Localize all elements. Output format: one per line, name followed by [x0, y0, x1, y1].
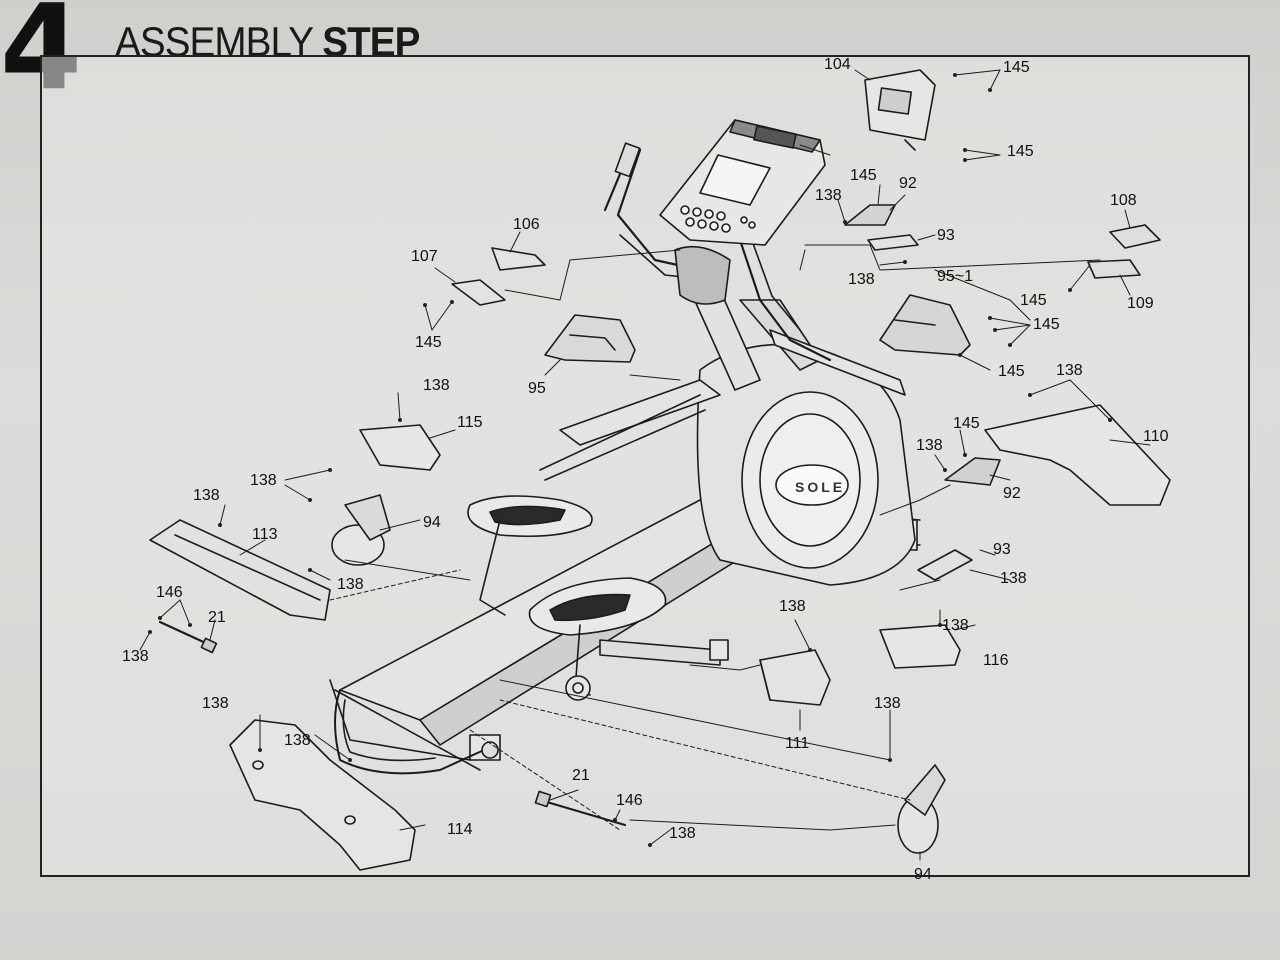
part-label: 145: [850, 167, 877, 184]
part-21-lower: [534, 790, 627, 827]
part-115: [359, 424, 441, 471]
part-label: 110: [1143, 428, 1169, 445]
part-label: 145: [1020, 292, 1047, 309]
part-label: 95~1: [937, 268, 973, 285]
part-label: 108: [1110, 192, 1137, 209]
part-label: 138: [193, 487, 220, 504]
part-92-upper: [844, 204, 896, 226]
part-label: 146: [156, 584, 183, 601]
part-label: 111: [785, 735, 809, 752]
part-label: 113: [252, 526, 278, 543]
part-94-upper: [331, 494, 391, 566]
part-label: 145: [998, 363, 1025, 380]
part-label: 92: [899, 175, 917, 192]
part-label: 94: [914, 866, 932, 883]
console: [659, 119, 826, 305]
part-label: 145: [1003, 59, 1030, 76]
part-21-upper: [158, 620, 218, 654]
part-label: 21: [572, 767, 590, 784]
part-label: 138: [815, 187, 842, 204]
part-label: 138: [122, 648, 149, 665]
part-label: 146: [616, 792, 643, 809]
sole-logo-text: SOLE: [795, 479, 845, 495]
part-label: 145: [1033, 316, 1060, 333]
part-116: [879, 624, 961, 669]
part-93-lower: [917, 549, 973, 581]
part-label: 21: [208, 609, 226, 626]
dashed-guides: [329, 569, 911, 831]
flywheel-housing: [696, 343, 916, 586]
part-95: [544, 314, 636, 363]
part-111: [759, 649, 831, 706]
part-label: 138: [669, 825, 696, 842]
part-label: 93: [937, 227, 955, 244]
part-107: [451, 279, 506, 306]
pedal-lower: [528, 577, 667, 636]
part-label: 114: [447, 821, 473, 838]
part-label: 145: [1007, 143, 1034, 160]
part-label: 106: [513, 216, 540, 233]
part-label: 138: [250, 472, 277, 489]
part-label: 138: [284, 732, 311, 749]
part-label: 94: [423, 514, 441, 531]
part-label: 138: [874, 695, 901, 712]
part-104-console-back: [864, 69, 936, 151]
screw-dots: [148, 73, 1112, 847]
part-109: [1087, 259, 1141, 279]
part-label: 104: [824, 56, 851, 73]
part-110-front-cover: [984, 404, 1171, 506]
part-93-upper: [867, 234, 919, 251]
part-label: 95: [528, 380, 546, 397]
part-label: 92: [1003, 485, 1021, 502]
part-label: 116: [983, 652, 1009, 669]
part-114-rear-cover: [229, 719, 416, 871]
part-95-1: [879, 294, 971, 356]
part-label: 138: [1000, 570, 1027, 587]
part-label: 138: [848, 271, 875, 288]
part-label: 138: [202, 695, 229, 712]
part-94-lower: [897, 764, 946, 854]
part-label: 115: [457, 414, 483, 431]
part-108: [1109, 224, 1161, 249]
part-92-lower: [944, 457, 1001, 486]
part-label: 138: [423, 377, 450, 394]
part-label: 109: [1127, 295, 1154, 312]
part-label: 107: [411, 248, 438, 265]
part-106: [491, 247, 546, 271]
part-label: 138: [942, 617, 969, 634]
part-label: 138: [337, 576, 364, 593]
leader-lines: [139, 69, 1151, 861]
pedal-upper: [467, 495, 593, 537]
part-label: 138: [916, 437, 943, 454]
part-label: 145: [415, 334, 442, 351]
part-label: 145: [953, 415, 980, 432]
part-113-side-cover: [149, 519, 331, 621]
part-label: 138: [779, 598, 806, 615]
part-label: 93: [993, 541, 1011, 558]
part-label: 138: [1056, 362, 1083, 379]
